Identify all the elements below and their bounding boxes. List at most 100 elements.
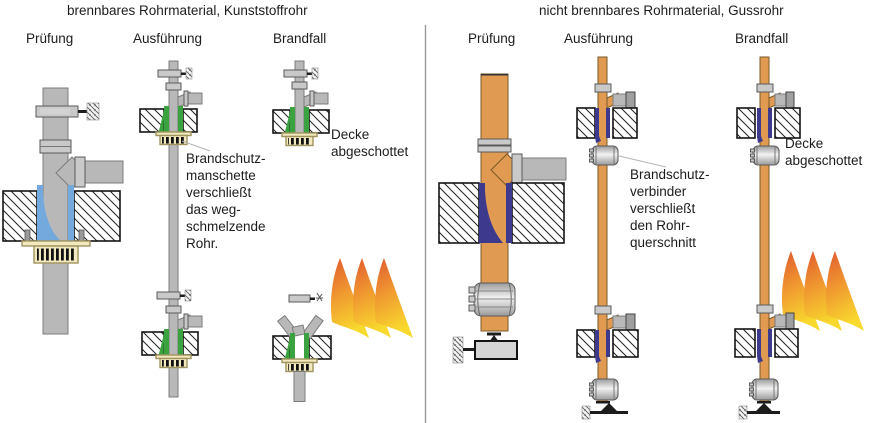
pipe-bracket — [35, 102, 100, 121]
ceiling-slab — [182, 331, 199, 356]
pipe-support — [452, 332, 518, 364]
pipe-bracket — [157, 67, 193, 80]
figure-castiron-installation — [576, 56, 667, 420]
wall-anchor-icon — [738, 405, 748, 420]
plastic-pipe — [168, 60, 179, 398]
wall-anchor-icon — [184, 289, 192, 302]
ceiling-slab — [774, 328, 799, 358]
navy-sealant — [479, 183, 512, 243]
fire-collar — [281, 358, 318, 373]
navy-sealant — [757, 108, 772, 143]
melted-pipe-debris — [276, 314, 324, 340]
branch-fitting — [177, 90, 203, 108]
column-label-right-brandfall: Brandfall — [735, 31, 789, 46]
ceiling-slab — [438, 182, 480, 244]
column-label-left-brandfall: Brandfall — [273, 31, 327, 46]
ceiling-slab — [576, 107, 596, 139]
flames-icon — [330, 258, 413, 338]
ceiling-slab — [774, 107, 801, 139]
pipe-support — [581, 401, 628, 420]
column-label-right-pruefung: Prüfung — [468, 31, 516, 46]
fire-connector — [589, 145, 619, 166]
fire-collar — [155, 354, 192, 369]
branch-fitting — [303, 90, 329, 108]
ceiling-slab — [182, 108, 198, 133]
collar-annotation: Brandschutz- manschette verschließt das … — [186, 151, 266, 251]
pipe-coupling — [594, 83, 612, 93]
annotation-leader-line — [618, 155, 667, 168]
pipe-bracket — [283, 67, 319, 80]
castiron-pipe — [759, 56, 770, 404]
fire-connector — [468, 282, 516, 317]
navy-sealant — [595, 108, 610, 143]
ceiling-slab — [612, 329, 639, 358]
spark-icon — [316, 292, 323, 302]
pipe-coupling — [594, 305, 612, 315]
wall-anchor-icon — [86, 102, 100, 121]
castiron-pipe — [597, 56, 608, 404]
branch-fitting — [606, 91, 636, 109]
branch-fitting — [606, 313, 636, 331]
navy-sealant — [595, 330, 610, 363]
support-arrow-icon — [601, 403, 617, 411]
green-sealant — [158, 106, 183, 134]
branch-fitting — [177, 313, 203, 331]
green-sealant — [284, 107, 309, 135]
blue-sealant — [37, 185, 74, 241]
column-label-right-ausfuehrung: Ausführung — [564, 31, 634, 46]
ceiling-note-right: Decke abgeschottet — [785, 136, 863, 168]
pipe-coupling — [756, 83, 774, 93]
ceiling-slab — [2, 190, 38, 242]
ceiling-slab — [734, 328, 756, 358]
support-arrow-icon — [756, 403, 772, 411]
figure-plastic-test — [2, 87, 124, 335]
branch-fitting — [55, 156, 124, 190]
figure-castiron-test — [438, 73, 567, 364]
figure-plastic-fire — [272, 60, 413, 402]
pipe-bracket — [156, 289, 192, 302]
ceiling-slab — [736, 107, 756, 139]
wall-anchor-icon — [311, 67, 319, 80]
pipe-coupling — [756, 304, 774, 314]
fallen-bracket — [288, 292, 323, 303]
connector-annotation: Brandschutz- verbinder verschließt den R… — [630, 167, 710, 250]
branch-fitting — [768, 312, 795, 330]
wall-anchor-icon — [581, 405, 591, 420]
pipe-support — [738, 401, 780, 420]
ceiling-slab — [308, 335, 332, 360]
ceiling-slab — [511, 182, 565, 244]
pipe-coupling — [165, 82, 182, 91]
pipe-coupling — [39, 139, 72, 154]
left-panel-title: brennbares Rohrmaterial, Kunststoffrohr — [67, 3, 308, 18]
annotation-leader-line — [181, 140, 211, 152]
wall-anchor-icon — [452, 336, 464, 364]
ceiling-slab — [308, 109, 330, 134]
pipe-coupling — [291, 81, 308, 90]
pipe-coupling — [165, 305, 182, 314]
ceiling-slab — [612, 107, 638, 139]
green-sealant — [284, 333, 309, 361]
fire-connector — [749, 378, 779, 401]
figure-castiron-fire — [734, 56, 864, 420]
branch-fitting — [768, 91, 795, 109]
column-label-left-ausfuehrung: Ausführung — [133, 31, 203, 46]
fire-connector — [589, 378, 619, 401]
wall-anchor-icon — [185, 67, 193, 80]
figure-plastic-installation — [139, 60, 211, 398]
pipe-stub — [293, 371, 306, 402]
support-arrow-icon — [489, 335, 499, 342]
branch-fitting — [490, 153, 567, 187]
right-panel-title: nicht brennbares Rohrmaterial, Gussrohr — [539, 3, 784, 18]
pipe-coupling — [477, 138, 512, 153]
ceiling-slab — [576, 329, 596, 358]
navy-sealant — [757, 329, 772, 363]
plastic-pipe — [42, 87, 69, 335]
fire-connector — [750, 145, 780, 166]
fire-collar — [281, 132, 318, 147]
ceiling-note-left: Decke abgeschottet — [331, 127, 409, 159]
column-label-left-pruefung: Prüfung — [26, 31, 74, 46]
fire-collar — [155, 131, 192, 146]
fire-collar — [21, 240, 91, 264]
